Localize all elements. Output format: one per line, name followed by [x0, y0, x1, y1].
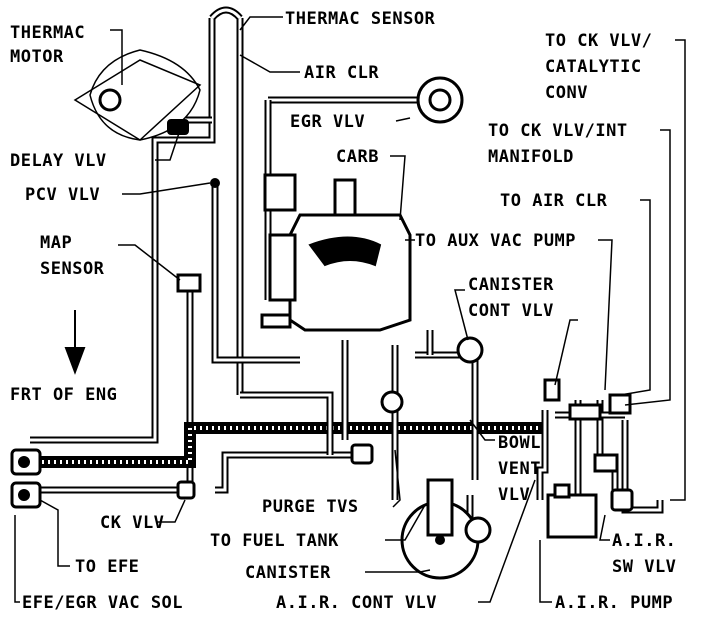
label-to-aux-vac-pump: TO AUX VAC PUMP [415, 231, 576, 251]
map-sensor [176, 273, 202, 293]
egr-valve [416, 76, 464, 124]
label-delay-vlv: DELAY VLV [10, 151, 107, 171]
label-to-ck-vlv-cat-line2: CATALYTIC [545, 57, 642, 77]
label-thermac-motor-line2: MOTOR [10, 47, 64, 67]
pcv-valve [210, 178, 220, 188]
label-canister-cont-vlv-line2: CONT VLV [468, 301, 554, 321]
leader-lines [14, 16, 686, 603]
label-to-ck-vlv-int-line2: MANIFOLD [488, 147, 574, 167]
efe-egr-vac-sol [10, 448, 42, 509]
label-bowl-vent-vlv-line2: VENT [498, 459, 541, 479]
label-to-efe: TO EFE [75, 557, 139, 577]
label-air-clr: AIR CLR [304, 63, 379, 83]
label-air-pump: A.I.R. PUMP [555, 593, 673, 613]
label-air-sw-vlv-line2: SW VLV [612, 557, 676, 577]
label-thermac-motor-line1: THERMAC [10, 23, 85, 43]
label-to-fuel-tank: TO FUEL TANK [210, 531, 339, 551]
label-pcv-vlv: PCV VLV [25, 185, 100, 205]
label-bowl-vent-vlv-line1: BOWL [498, 433, 541, 453]
frt-of-eng-arrow [64, 310, 86, 375]
label-air-cont-vlv: A.I.R. CONT VLV [276, 593, 437, 613]
label-canister: CANISTER [245, 563, 331, 583]
purge-tvs [350, 443, 374, 465]
label-frt-of-eng: FRT OF ENG [10, 385, 117, 405]
air-sw-vlv [593, 453, 634, 512]
label-map-sensor-line1: MAP [40, 233, 72, 253]
label-thermac-sensor: THERMAC SENSOR [285, 9, 436, 29]
check-valve [176, 480, 196, 500]
label-efe-egr-vac-sol: EFE/EGR VAC SOL [22, 593, 183, 613]
canister [400, 478, 492, 580]
label-bowl-vent-vlv-line3: VLV [498, 485, 530, 505]
label-ck-vlv: CK VLV [100, 513, 164, 533]
label-carb: CARB [336, 147, 379, 167]
label-air-sw-vlv-line1: A.I.R. [612, 531, 676, 551]
label-to-ck-vlv-cat-line3: CONV [545, 83, 588, 103]
thermac-motor-assembly [73, 49, 202, 141]
canister-cont-vlv [380, 336, 484, 414]
air-pump [546, 483, 598, 539]
label-egr-vlv: EGR VLV [290, 112, 365, 132]
label-to-air-clr: TO AIR CLR [500, 191, 608, 211]
label-canister-cont-vlv-line1: CANISTER [468, 275, 554, 295]
label-map-sensor-line2: SENSOR [40, 259, 105, 279]
label-purge-tvs: PURGE TVS [262, 497, 359, 517]
label-to-ck-vlv-cat-line1: TO CK VLV/ [545, 31, 652, 51]
labels: THERMAC MOTOR THERMAC SENSOR AIR CLR EGR… [10, 9, 676, 613]
label-to-ck-vlv-int-line1: TO CK VLV/INT [488, 121, 628, 141]
carburetor [260, 173, 412, 332]
